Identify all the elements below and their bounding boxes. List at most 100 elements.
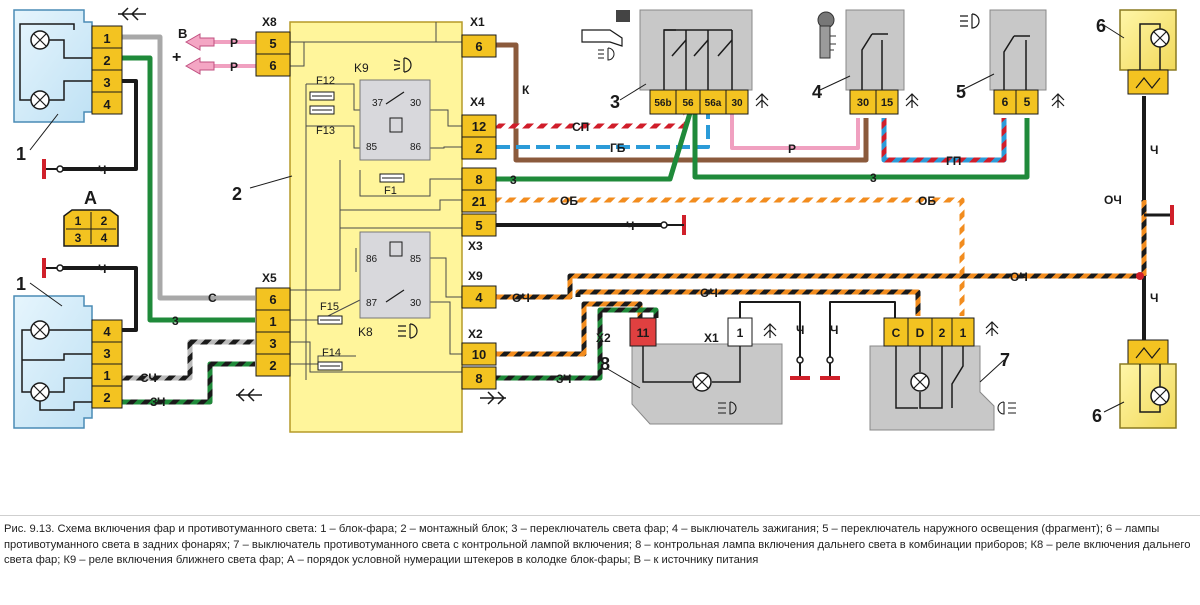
wire-label-c-gray: С — [208, 291, 217, 305]
sw3-pin-56: 56 — [682, 98, 694, 109]
sw5-pin-5: 5 — [1024, 95, 1031, 109]
hl-top-pin-4: 4 — [103, 97, 111, 112]
hl-top-pin-1: 1 — [103, 31, 110, 46]
wire-label-ch-right-top: Ч — [1150, 143, 1158, 157]
headlight-unit-top: 1 2 3 4 — [13, 9, 123, 123]
fuse-f14 — [317, 361, 343, 371]
x2-pin-10: 10 — [472, 347, 486, 362]
fuse-f15-label: F15 — [320, 301, 339, 313]
wire-label-ch-x3: Ч — [626, 219, 634, 233]
rear-fog-lamp-top — [1119, 9, 1177, 95]
fuse-f12-label: F12 — [316, 75, 335, 87]
power-arrow-icon — [755, 93, 769, 108]
sw4-pin-15: 15 — [881, 97, 893, 109]
x3-pin-8: 8 — [475, 172, 482, 187]
x9-pin-4: 4 — [475, 290, 483, 305]
fuse-f13-label: F13 — [316, 125, 335, 137]
fuse-f15 — [317, 315, 343, 325]
label-dev8-x2: X2 — [596, 331, 611, 345]
label-x8: X8 — [262, 15, 277, 29]
wire-label-zch-x2: ЗЧ — [556, 372, 572, 386]
relay-k9: 37 30 85 86 — [359, 79, 431, 161]
wire-label-ch-dev8: Ч — [796, 323, 804, 337]
num-1-top: 1 — [16, 144, 26, 164]
wire-label-three-green-left: 3 — [172, 314, 179, 328]
component-numbers: 1 1 2 3 4 5 6 6 7 8 A — [16, 16, 1125, 426]
x4-pin-12: 12 — [472, 119, 486, 134]
conn-a-pin-4: 4 — [101, 231, 108, 245]
wire-label-och-mid: ОЧ — [700, 286, 718, 300]
wire-green-black-zch-x2 — [496, 307, 659, 381]
x2-pin-8: 8 — [475, 371, 482, 386]
fuse-f13 — [309, 105, 335, 115]
junction-dot — [1136, 272, 1144, 280]
wire-label-zch-left: ЗЧ — [150, 395, 166, 409]
label-a: A — [84, 188, 97, 208]
ground-symbols — [42, 159, 1174, 380]
wire-orange-black-och-mid — [575, 289, 921, 316]
wire-green-3-x3 — [496, 112, 693, 182]
label-x3: X3 — [468, 239, 483, 253]
relay-k8-pin-30: 30 — [410, 298, 422, 309]
wire-brown-k — [496, 42, 869, 163]
relay-k9-pin-37: 37 — [372, 98, 384, 109]
wire-label-och-right: ОЧ — [1010, 270, 1028, 284]
wire-label-gp: ГП — [946, 154, 961, 168]
relay-k8-pin-86: 86 — [366, 254, 378, 265]
wire-green-black-zch-left — [122, 361, 255, 405]
power-arrow-icon — [1051, 93, 1065, 108]
relay-k8: 86 85 87 30 — [359, 231, 431, 319]
x5-pin-3: 3 — [269, 336, 276, 351]
wires — [44, 34, 1172, 405]
hl-bottom-pin-3: 3 — [103, 346, 110, 361]
wire-label-ob-b: ОБ — [918, 194, 936, 208]
sw3-pin-56b: 56b — [654, 98, 671, 109]
x3-pin-5: 5 — [475, 218, 482, 233]
wire-label-r-bottom: Р — [230, 60, 238, 74]
conn-a-pin-2: 2 — [101, 214, 108, 228]
wire-black-hl-bottom-ground — [60, 266, 138, 332]
wire-gray-c — [122, 34, 255, 301]
num-5: 5 — [956, 82, 966, 102]
x5-pin-6: 6 — [269, 292, 276, 307]
num-6-top: 6 — [1096, 16, 1106, 36]
wire-red-white-sp — [496, 113, 689, 129]
hl-top-pin-2: 2 — [103, 53, 110, 68]
wire-label-gb: ГБ — [610, 141, 626, 155]
relay-k8-pin-87: 87 — [366, 298, 378, 309]
wire-orange-black-och-x9 — [496, 273, 1140, 300]
x8-pin-6: 6 — [269, 58, 276, 73]
wire-label-och-right-vert: ОЧ — [1104, 193, 1122, 207]
num-3: 3 — [610, 92, 620, 112]
relay-k9-pin-85: 85 — [366, 142, 378, 153]
mounting-block: 37 30 85 86 K9 86 85 87 30 K8 — [289, 21, 463, 433]
high-beam-indicator: 11 1 — [629, 317, 783, 425]
power-arrow-icon — [985, 321, 999, 336]
label-x9: X9 — [468, 269, 483, 283]
label-x5: X5 — [262, 271, 277, 285]
label-x1: X1 — [470, 15, 485, 29]
relay-k9-pin-86: 86 — [410, 142, 422, 153]
key-icon — [817, 11, 836, 59]
relay-k8-label: K8 — [358, 325, 373, 339]
block-pins-right: 6 12 2 8 21 5 4 10 8 — [461, 34, 497, 390]
num-1-bottom: 1 — [16, 274, 26, 294]
num-6-bottom: 6 — [1092, 406, 1102, 426]
dev8-pin-1: 1 — [737, 326, 744, 340]
sw3-pin-56a: 56a — [705, 98, 722, 109]
figure-caption: Рис. 9.13. Схема включения фар и противо… — [0, 515, 1200, 605]
wire-green-3-sw5 — [692, 113, 1030, 180]
wire-label-three-a: 3 — [510, 173, 517, 187]
x1-pin-6: 6 — [475, 39, 482, 54]
hl-top-pin-3: 3 — [103, 75, 110, 90]
sw7-pin-c: C — [892, 326, 901, 340]
relay-k9-pin-30: 30 — [410, 98, 422, 109]
num-2: 2 — [232, 184, 242, 204]
hl-bottom-pin-1: 1 — [103, 368, 110, 383]
x4-pin-2: 2 — [475, 141, 482, 156]
wire-label-r-pink: Р — [788, 142, 796, 156]
wire-label-three-b: 3 — [870, 171, 877, 185]
wire-black-dev7 — [829, 301, 896, 378]
wire-pink-p — [730, 113, 860, 150]
wiring-diagram: 1 2 3 4 1 2 3 4 4 3 1 2 — [13, 7, 1177, 433]
